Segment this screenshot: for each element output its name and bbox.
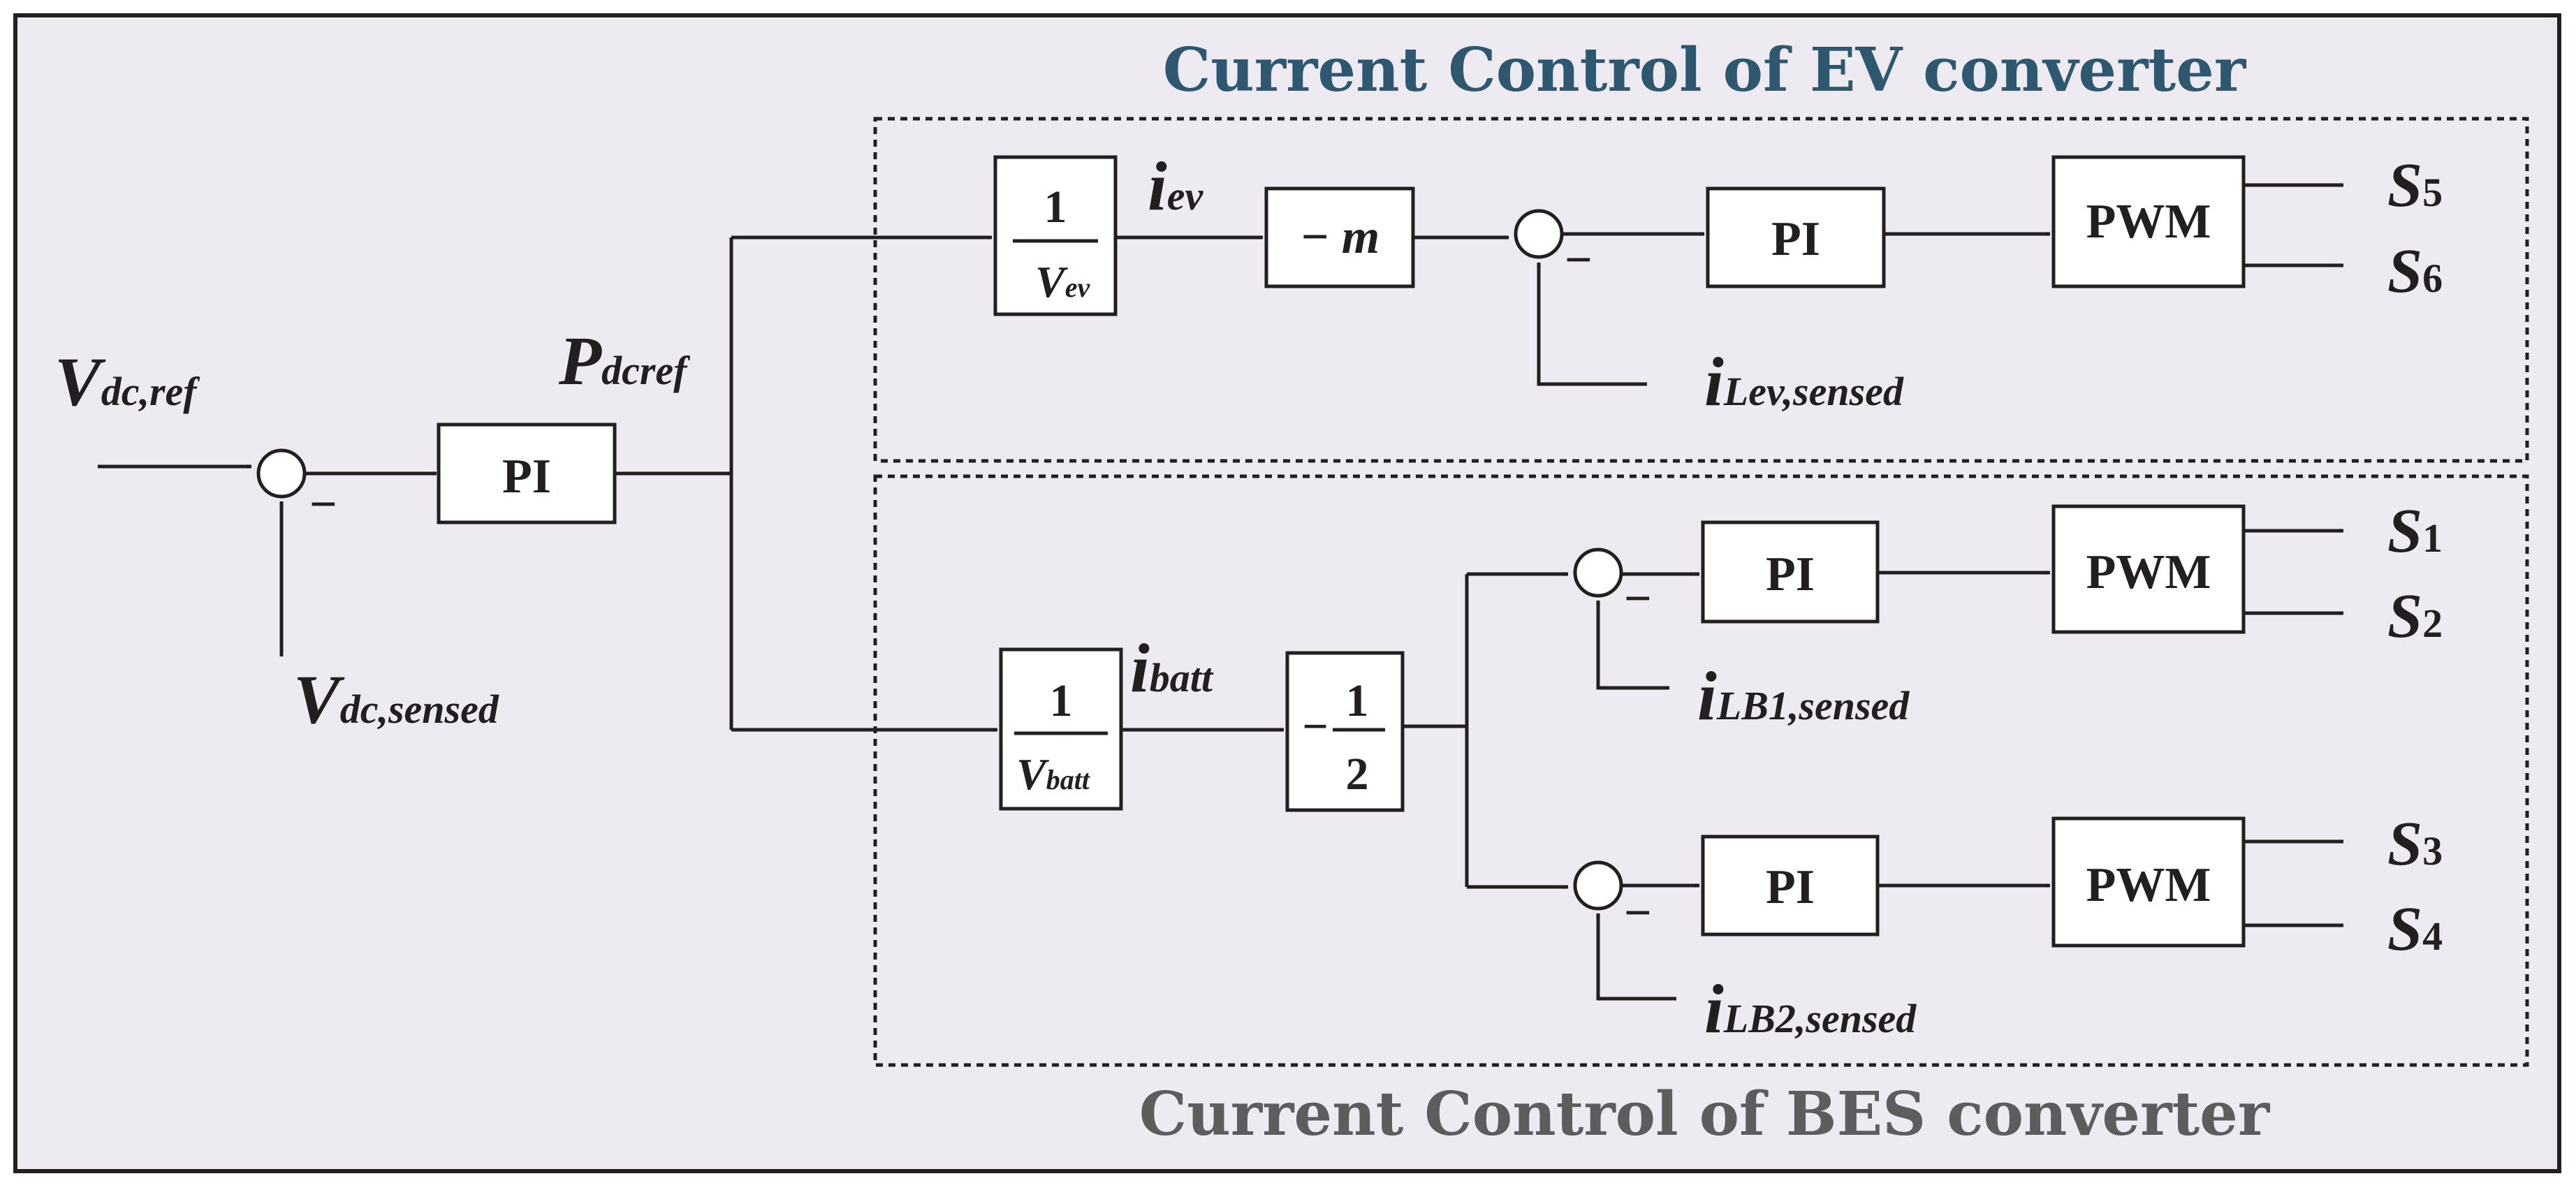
vdc-sensed-label: Vdc,sensed	[293, 661, 499, 738]
svg-text:S6: S6	[2387, 237, 2443, 306]
ilb1-feedback-wire	[1596, 600, 1669, 690]
half-gain-denominator: 2	[1346, 749, 1369, 800]
ilb2-feedback-wire	[1596, 913, 1676, 1001]
svg-text:iLB2,sensed: iLB2,sensed	[1704, 970, 1917, 1048]
bes-group-title: Current Control of BES converter	[1139, 1079, 2271, 1149]
neg-m-block	[1264, 186, 1415, 288]
ev-pi-block	[1706, 186, 1886, 288]
ilev-feedback-wire	[1537, 262, 1647, 386]
s6-label: S6	[2387, 237, 2443, 306]
s4-label: S4	[2387, 895, 2443, 964]
vdc-ref-label: Vdc,ref	[54, 343, 200, 420]
voltage-pi-block	[437, 423, 617, 524]
inverse-vbatt-numerator: 1	[1050, 675, 1073, 726]
s1-label: S1	[2387, 497, 2443, 566]
iev-label: iev	[1148, 147, 1204, 225]
inverse-vbatt-denominator: Vbatt	[1016, 749, 1091, 799]
ilb2-label: iLB2,sensed	[1704, 970, 1917, 1048]
svg-text:Vbatt: Vbatt	[1016, 749, 1091, 799]
voltage-sum-minus-sign: −	[309, 478, 337, 531]
lb2-pi-label: PI	[1766, 860, 1815, 914]
svg-text:S3: S3	[2387, 809, 2443, 879]
svg-text:iLev,sensed: iLev,sensed	[1704, 343, 1904, 420]
ilb1-label: iLB1,sensed	[1697, 657, 1910, 735]
half-gain-sign: −	[1302, 701, 1329, 752]
voltage-summing-junction	[256, 448, 307, 499]
ev-pi-label: PI	[1771, 212, 1820, 266]
half-gain-numerator: 1	[1346, 675, 1369, 726]
lb2-pwm-block	[2051, 816, 2246, 948]
svg-text:S2: S2	[2387, 582, 2443, 651]
lb1-sum-minus-sign: −	[1624, 572, 1652, 626]
pdcref-label: Pdcref	[558, 322, 691, 399]
svg-text:Vev: Vev	[1035, 257, 1090, 307]
voltage-pi-label: PI	[502, 450, 551, 504]
svg-text:iLB1,sensed: iLB1,sensed	[1697, 657, 1910, 735]
svg-text:ibatt: ibatt	[1130, 629, 1214, 707]
lb1-pwm-block	[2051, 504, 2246, 634]
ibatt-label: ibatt	[1130, 629, 1214, 707]
inverse-vev-numerator: 1	[1044, 182, 1067, 233]
lb1-pi-label: PI	[1766, 548, 1815, 601]
s5-label: S5	[2387, 151, 2443, 220]
lb2-pwm-label: PWM	[2086, 858, 2211, 912]
lb2-summing-junction	[1573, 860, 1623, 911]
ev-control-group	[873, 117, 2529, 463]
lb1-pwm-label: PWM	[2086, 545, 2211, 599]
lb2-sum-minus-sign: −	[1624, 886, 1652, 940]
svg-text:S5: S5	[2387, 151, 2443, 220]
svg-text:iev: iev	[1148, 147, 1204, 225]
svg-text:Vdc,ref: Vdc,ref	[54, 343, 200, 420]
lb1-summing-junction	[1573, 548, 1623, 598]
ilev-label: iLev,sensed	[1704, 343, 1904, 420]
svg-text:Vdc,sensed: Vdc,sensed	[293, 661, 499, 738]
svg-text:S1: S1	[2387, 497, 2443, 566]
svg-text:Pdcref: Pdcref	[558, 322, 691, 399]
ev-pwm-label: PWM	[2086, 195, 2211, 249]
s2-label: S2	[2387, 582, 2443, 651]
ev-sum-minus-sign: −	[1565, 233, 1593, 287]
inverse-vev-block	[993, 155, 1118, 316]
inverse-vev-denominator: Vev	[1035, 257, 1090, 307]
ev-summing-junction	[1514, 209, 1564, 259]
svg-text:S4: S4	[2387, 895, 2443, 964]
neg-m-label: − m	[1300, 210, 1380, 264]
ev-pwm-block	[2051, 155, 2246, 288]
bes-control-group	[873, 474, 2529, 1067]
s3-label: S3	[2387, 809, 2443, 879]
ev-group-title: Current Control of EV converter	[1163, 35, 2247, 105]
